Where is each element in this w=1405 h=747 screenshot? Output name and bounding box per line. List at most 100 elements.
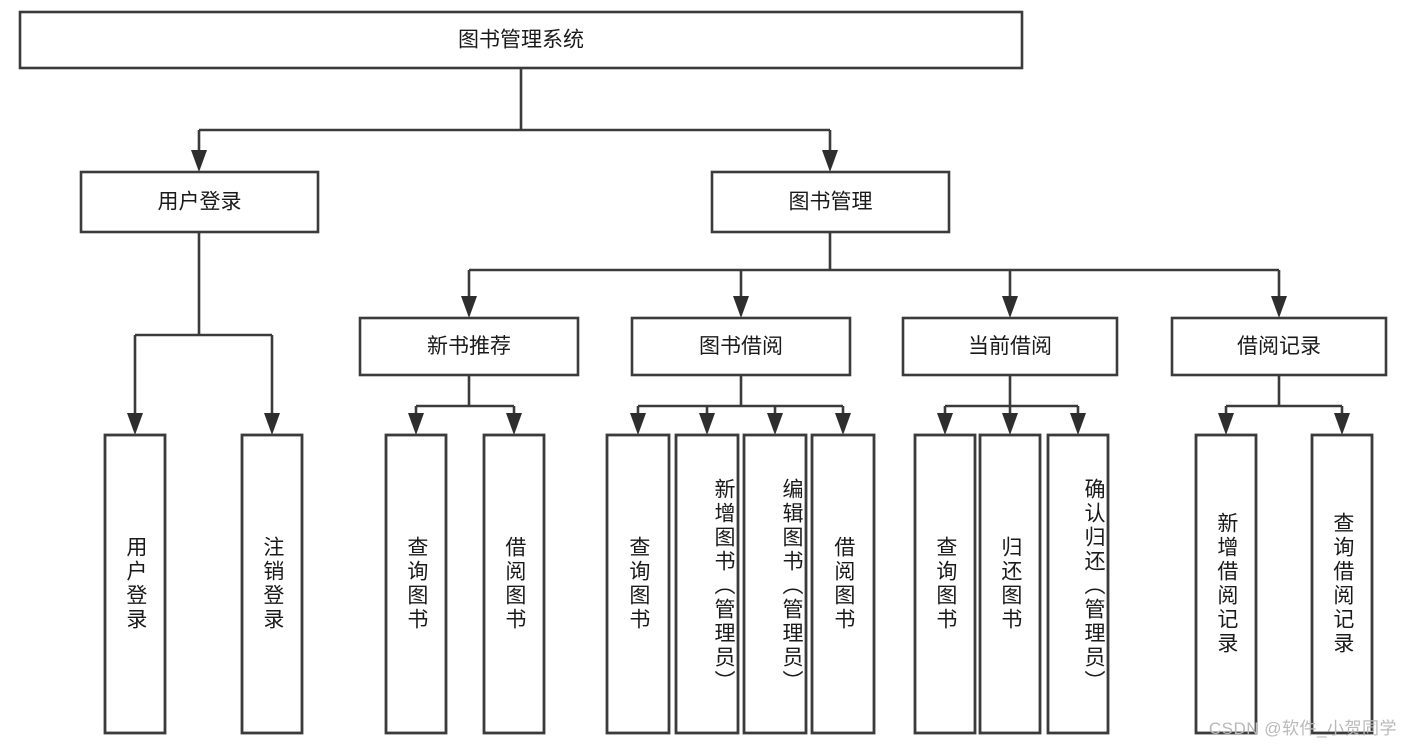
leaf-label-wrapper: 确认归还（管理员） <box>1082 478 1105 694</box>
level3-node-label: 当前借阅 <box>968 335 1052 358</box>
connector-layer <box>127 68 1350 435</box>
arrow-head-icon <box>1271 296 1287 318</box>
leaf-label-wrapper: 注销登录 <box>260 536 284 632</box>
leaf-label-wrapper: 新增图书（管理员） <box>712 478 735 694</box>
leaf-node-9[interactable]: 归还图书 <box>978 433 1042 735</box>
leaf-node-label: 注销登录 <box>260 536 284 632</box>
leaf-node-label: 借阅图书 <box>831 536 855 632</box>
leaf-label-wrapper: 查询图书 <box>933 536 957 632</box>
leaf-node-label: 查询图书 <box>626 536 650 632</box>
node-rect[interactable] <box>913 433 977 735</box>
node-rect[interactable] <box>674 433 740 735</box>
leaf-node-label: 编辑图书（管理员） <box>780 478 803 694</box>
leaf-label-wrapper: 新增借阅记录 <box>1214 512 1238 656</box>
node-rect[interactable] <box>1310 433 1374 735</box>
leaf-node-label: 用户登录 <box>123 536 147 632</box>
node-rect[interactable] <box>358 316 580 377</box>
arrow-head-icon <box>1218 413 1234 435</box>
arrow-head-icon <box>1070 413 1086 435</box>
node-rect[interactable] <box>901 316 1119 377</box>
leaf-label-wrapper: 编辑图书（管理员） <box>780 478 803 694</box>
level3-node-label: 图书借阅 <box>699 335 783 358</box>
arrow-head-icon <box>1002 413 1018 435</box>
arrow-head-icon <box>937 413 953 435</box>
level3-node-1[interactable]: 图书借阅 <box>630 316 852 377</box>
node-rect[interactable] <box>18 10 1024 70</box>
node-rect[interactable] <box>978 433 1042 735</box>
arrow-head-icon <box>1334 413 1350 435</box>
leaf-node-label: 归还图书 <box>998 536 1022 632</box>
arrow-head-icon <box>264 413 280 435</box>
leaf-label-wrapper: 查询图书 <box>404 536 428 632</box>
root-node-label: 图书管理系统 <box>458 29 584 52</box>
node-rect[interactable] <box>482 433 546 735</box>
leaf-node-1[interactable]: 注销登录 <box>240 433 304 735</box>
node-rect[interactable] <box>742 433 808 735</box>
root-node[interactable]: 图书管理系统 <box>18 10 1024 70</box>
leaf-node-label: 借阅图书 <box>502 536 526 632</box>
level3-node-3[interactable]: 借阅记录 <box>1170 316 1388 377</box>
arrow-head-icon <box>408 413 424 435</box>
arrow-head-icon <box>733 296 749 318</box>
level3-node-0[interactable]: 新书推荐 <box>358 316 580 377</box>
node-rect[interactable] <box>810 433 876 735</box>
node-rect[interactable] <box>1046 433 1110 735</box>
level2-node-label: 用户登录 <box>158 191 242 214</box>
node-layer: 图书管理系统用户登录图书管理新书推荐图书借阅当前借阅借阅记录用户登录注销登录查询… <box>18 10 1388 735</box>
arrow-head-icon <box>506 413 522 435</box>
node-rect[interactable] <box>605 433 671 735</box>
arrow-head-icon <box>699 413 715 435</box>
node-rect[interactable] <box>1194 433 1258 735</box>
edge-level3-1-to-leaves <box>630 375 851 435</box>
leaf-node-label: 查询借阅记录 <box>1330 512 1354 656</box>
node-rect[interactable] <box>384 433 448 735</box>
edge-level3-0-to-leaves <box>408 375 522 435</box>
level3-node-label: 新书推荐 <box>427 335 511 358</box>
leaf-node-label: 查询图书 <box>933 536 957 632</box>
leaf-node-11[interactable]: 新增借阅记录 <box>1194 433 1258 735</box>
edge-level3-2-to-leaves <box>937 375 1086 435</box>
node-rect[interactable] <box>240 433 304 735</box>
leaf-node-4[interactable]: 查询图书 <box>605 433 671 735</box>
level2-node-1[interactable]: 图书管理 <box>710 170 951 234</box>
arrow-head-icon <box>127 413 143 435</box>
arrow-head-icon <box>1002 296 1018 318</box>
leaf-node-label: 查询图书 <box>404 536 428 632</box>
leaf-node-8[interactable]: 查询图书 <box>913 433 977 735</box>
node-rect[interactable] <box>710 170 951 234</box>
leaf-node-6[interactable]: 编辑图书（管理员） <box>742 433 808 735</box>
leaf-node-3[interactable]: 借阅图书 <box>482 433 546 735</box>
node-rect[interactable] <box>1170 316 1388 377</box>
leaf-node-0[interactable]: 用户登录 <box>103 433 167 735</box>
level3-node-label: 借阅记录 <box>1237 335 1321 358</box>
leaf-node-7[interactable]: 借阅图书 <box>810 433 876 735</box>
arrow-head-icon <box>461 296 477 318</box>
level2-node-0[interactable]: 用户登录 <box>79 170 320 234</box>
leaf-node-10[interactable]: 确认归还（管理员） <box>1046 433 1110 735</box>
leaf-node-12[interactable]: 查询借阅记录 <box>1310 433 1374 735</box>
leaf-node-label: 新增借阅记录 <box>1214 512 1238 656</box>
edge-books-to-level3 <box>461 232 1287 318</box>
arrow-head-icon <box>630 413 646 435</box>
node-rect[interactable] <box>630 316 852 377</box>
node-rect[interactable] <box>79 170 320 234</box>
arrow-head-icon <box>767 413 783 435</box>
leaf-label-wrapper: 查询借阅记录 <box>1330 512 1354 656</box>
leaf-label-wrapper: 借阅图书 <box>831 536 855 632</box>
leaf-label-wrapper: 归还图书 <box>998 536 1022 632</box>
edge-level3-3-to-leaves <box>1218 375 1350 435</box>
arrow-head-icon <box>822 150 838 172</box>
arrow-head-icon <box>835 413 851 435</box>
leaf-node-2[interactable]: 查询图书 <box>384 433 448 735</box>
edge-login-to-leaves <box>127 232 280 435</box>
leaf-node-5[interactable]: 新增图书（管理员） <box>674 433 740 735</box>
node-rect[interactable] <box>103 433 167 735</box>
level3-node-2[interactable]: 当前借阅 <box>901 316 1119 377</box>
leaf-label-wrapper: 用户登录 <box>123 536 147 632</box>
leaf-node-label: 确认归还（管理员） <box>1082 478 1105 694</box>
edge-root-to-level2 <box>191 68 838 172</box>
level2-node-label: 图书管理 <box>789 191 873 214</box>
leaf-label-wrapper: 借阅图书 <box>502 536 526 632</box>
